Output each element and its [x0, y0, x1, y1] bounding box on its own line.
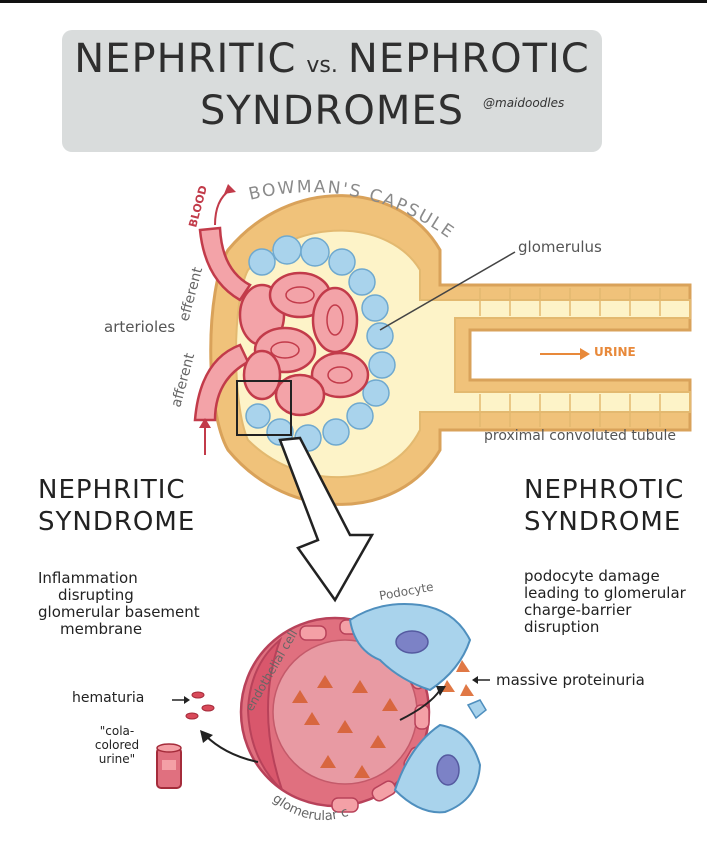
- title-nephritic: NEPHRITIC: [74, 36, 297, 82]
- urine-arrowhead: [580, 348, 590, 360]
- nephrotic-desc-line-2: leading to glomerular: [524, 584, 686, 602]
- hematuria-curve-arrowhead: [200, 730, 213, 743]
- nephrotic-desc-line-1: podocyte damage: [524, 567, 660, 585]
- nephritic-desc-line-2: disrupting: [58, 586, 134, 604]
- nephrotic-heading-line-2: SYNDROME: [524, 507, 682, 537]
- cola-can-icon: [156, 743, 182, 789]
- nephritic-heading-line-2: SYNDROME: [38, 507, 196, 537]
- nephrotic-heading: NEPHROTIC SYNDROME: [524, 474, 684, 538]
- red-blood-cells: [185, 691, 215, 720]
- nephrotic-description: podocyte damage leading to glomerular ch…: [524, 568, 686, 636]
- title-nephrotic: NEPHROTIC: [347, 36, 590, 82]
- glomerulus-label: glomerulus: [518, 238, 602, 256]
- podocyte-fragment: [466, 699, 487, 720]
- glomerulus-pointer: [379, 251, 516, 331]
- proteinuria-arrowhead: [472, 676, 478, 684]
- top-border: [0, 0, 707, 3]
- efferent-label: efferent: [176, 265, 206, 323]
- title-vs: vs.: [306, 53, 338, 78]
- nephritic-heading: NEPHRITIC SYNDROME: [38, 474, 195, 538]
- nephritic-desc-line-1: Inflammation: [38, 569, 138, 587]
- nephritic-desc-line-3: glomerular basement: [38, 603, 200, 621]
- hematuria-label: hematuria: [72, 690, 145, 706]
- podocyte-nuclei: [395, 630, 460, 786]
- vessel-loops: [270, 286, 353, 384]
- leak-arrow: [399, 689, 441, 721]
- nephritic-description: Inflammation disrupting glomerular basem…: [38, 570, 200, 638]
- proximal-tubule-label: proximal convoluted tubule: [484, 428, 677, 444]
- nephrotic-desc-line-3: charge-barrier: [524, 601, 632, 619]
- leak-arrowhead: [436, 686, 446, 696]
- nephrotic-desc-line-4: disruption: [524, 618, 600, 636]
- afferent-arrowhead: [199, 418, 211, 428]
- efferent-arrow: [214, 189, 231, 226]
- protein-particles: [441, 660, 474, 696]
- cola-colored-urine-label: "cola-colored urine": [94, 724, 140, 766]
- glomerulus-vessels: [193, 226, 370, 422]
- arterioles-label: arterioles: [104, 318, 176, 336]
- efferent-arrowhead: [224, 184, 236, 194]
- title-line-2: SYNDROMES: [200, 88, 464, 134]
- zoom-box: [236, 380, 292, 436]
- podocyte-label: Podocyte: [378, 580, 435, 603]
- nephrotic-heading-line-1: NEPHROTIC: [524, 475, 685, 505]
- nephritic-heading-line-1: NEPHRITIC: [38, 475, 186, 505]
- afferent-label: afferent: [168, 351, 198, 409]
- title-background: [62, 30, 602, 152]
- massive-proteinuria-label: massive proteinuria: [496, 671, 645, 689]
- urine-label: URINE: [594, 345, 636, 359]
- hematuria-arrowhead: [184, 696, 190, 704]
- nephritic-desc-line-4: membrane: [60, 620, 143, 638]
- author-handle: @maidoodles: [483, 96, 565, 110]
- zoom-arrow: [278, 436, 375, 603]
- blood-label: BLOOD: [186, 184, 210, 229]
- title-line-1: NEPHRITIC vs. NEPHROTIC: [72, 36, 592, 82]
- glomerular-capillary-cross-section: [239, 616, 431, 813]
- title-banner: NEPHRITIC vs. NEPHROTIC SYNDROMES: [62, 30, 602, 152]
